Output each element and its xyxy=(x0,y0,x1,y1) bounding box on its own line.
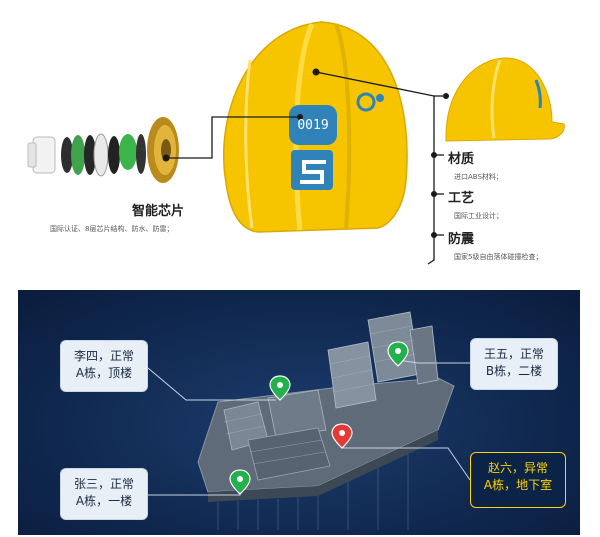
building-3d-model xyxy=(147,311,471,530)
worker-label-wangwu[interactable]: 王五，正常 B栋，二楼 xyxy=(470,338,558,390)
chip-exploded-icon xyxy=(27,117,179,183)
side-helmet-icon xyxy=(445,57,565,142)
chip-desc: 国际认证、8层芯片结构、防水、防雷； xyxy=(50,225,174,233)
material-desc: 进口ABS材料； xyxy=(454,173,503,181)
material-title: 材质 xyxy=(448,152,475,167)
helmet-illustration xyxy=(27,21,565,265)
helmet-badge-number: 0019 xyxy=(297,118,329,133)
worker-zhangsan-status: 张三，正常 xyxy=(73,477,134,491)
worker-label-zhaoliu[interactable]: 赵六，异常 A栋，地下室 xyxy=(470,452,566,508)
worker-zhangsan-location: A栋，一楼 xyxy=(75,494,133,508)
pin-zhangsan[interactable] xyxy=(229,469,251,495)
worker-wangwu-status: 王五，正常 xyxy=(483,347,544,361)
craft-desc: 国际工业设计； xyxy=(454,212,503,220)
pin-lisi[interactable] xyxy=(269,375,291,401)
craft-title: 工艺 xyxy=(448,191,475,206)
worker-lisi-status: 李四，正常 xyxy=(73,349,134,363)
worker-zhaoliu-status: 赵六，异常 xyxy=(487,461,548,475)
product-panel: 0019 智能芯片 国际认证、8层芯片结构、防水、防雷； 材质 进口ABS材料；… xyxy=(27,21,565,265)
shock-desc: 国家5级自由落体碰撞检查； xyxy=(454,253,543,261)
worker-label-zhangsan[interactable]: 张三，正常 A栋，一楼 xyxy=(60,468,148,520)
pin-wangwu[interactable] xyxy=(387,341,409,367)
worker-lisi-location: A栋，顶楼 xyxy=(75,366,133,380)
worker-zhaoliu-location: A栋，地下室 xyxy=(483,478,553,492)
pin-zhaoliu-alert[interactable] xyxy=(331,423,353,449)
shock-title: 防震 xyxy=(448,232,475,247)
chip-title: 智能芯片 xyxy=(132,204,185,219)
monitoring-panel: 李四，正常 A栋，顶楼 王五，正常 B栋，二楼 张三，正常 A栋，一楼 赵六，异… xyxy=(18,290,580,535)
worker-label-lisi[interactable]: 李四，正常 A栋，顶楼 xyxy=(60,340,148,392)
worker-wangwu-location: B栋，二楼 xyxy=(485,364,543,378)
